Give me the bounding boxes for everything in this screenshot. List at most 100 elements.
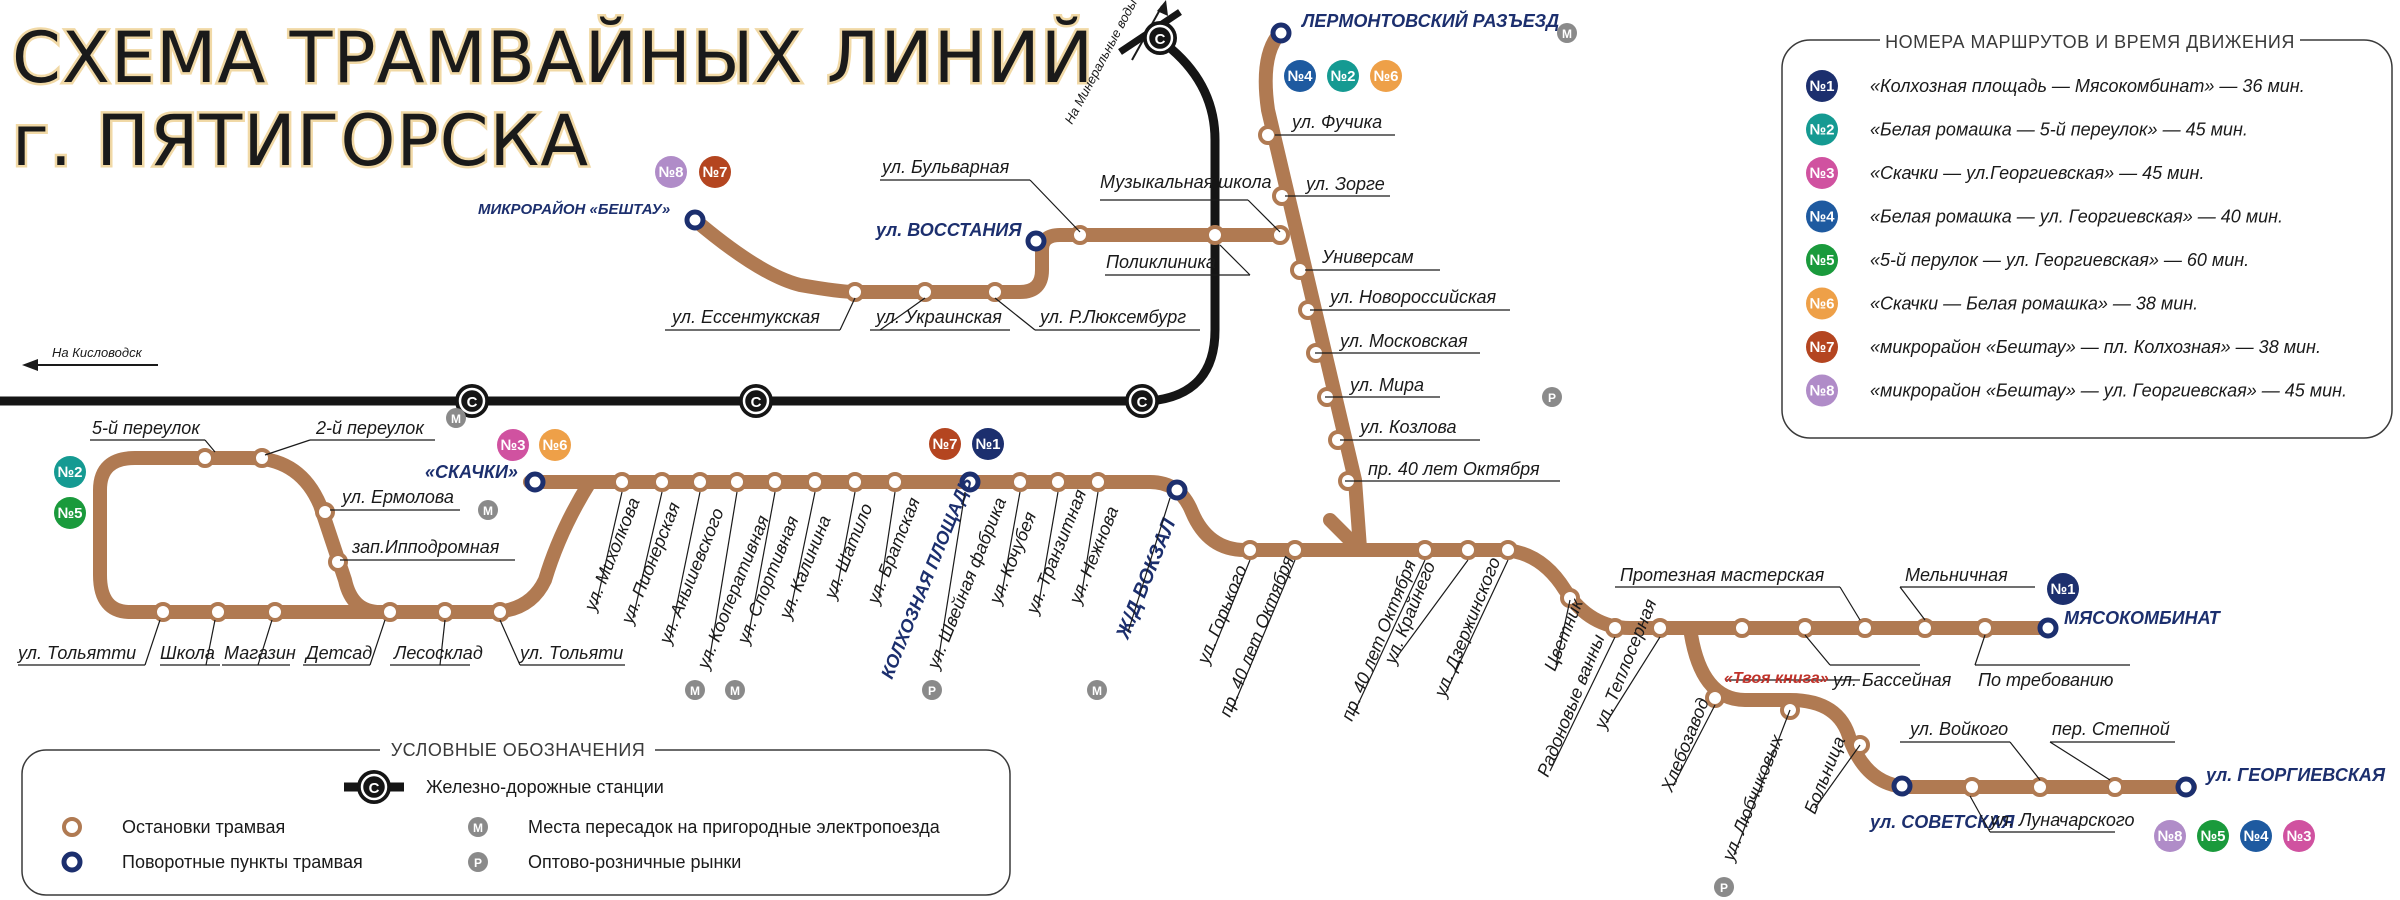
svg-text:С: С bbox=[751, 394, 762, 411]
badge-n4: №4 bbox=[1284, 60, 1316, 92]
stop-kozlova-label: ул. Козлова bbox=[1358, 417, 1457, 437]
stop-bulvarnaya-label: ул. Бульварная bbox=[880, 157, 1010, 177]
rotated-label-leaders bbox=[595, 491, 1861, 856]
route-number: №1 bbox=[1809, 78, 1834, 95]
terminal-georgievskaya-label: ул. ГЕОРГИЕВСКАЯ bbox=[2205, 765, 2386, 785]
stop-bolnitsa-label: Больница bbox=[1800, 734, 1849, 817]
legend-turning-symbol bbox=[61, 851, 83, 873]
terminal-beshtau-label: МИКРОРАЙОН «БЕШТАУ» bbox=[478, 200, 670, 218]
stop-tolyatti-label: ул. Тольятти bbox=[16, 643, 136, 663]
svg-text:№7: №7 bbox=[932, 436, 957, 453]
terminal-vosstaniya-label: ул. ВОССТАНИЯ bbox=[875, 220, 1022, 240]
svg-text:№4: №4 bbox=[1287, 68, 1313, 85]
rail-station-marker: С bbox=[739, 384, 773, 418]
stop-ermolova-label: ул. Ермолова bbox=[340, 487, 454, 507]
tram-stop-dot bbox=[690, 472, 710, 492]
svg-text:Р: Р bbox=[474, 856, 482, 870]
tram-stop-dot bbox=[727, 472, 747, 492]
market-marker: Р bbox=[1714, 877, 1734, 897]
route-item: №4«Белая ромашка — ул. Георгиевская» — 4… bbox=[1806, 200, 2283, 233]
stop-ippodromnaya-label: зап.Ипподромная bbox=[351, 537, 500, 557]
route-number: №5 bbox=[1809, 252, 1834, 269]
svg-text:№1: №1 bbox=[2050, 581, 2075, 598]
svg-text:№1: №1 bbox=[975, 436, 1000, 453]
route-description: «микрорайон «Бештау» — ул. Георгиевская»… bbox=[1870, 381, 2347, 401]
tram-stop-dot bbox=[380, 602, 400, 622]
route-item: №7«микрорайон «Бештау» — пл. Колхозная» … bbox=[1806, 331, 2321, 363]
tram-stop-dot bbox=[1010, 472, 1030, 492]
svg-text:М: М bbox=[483, 504, 493, 518]
svg-text:№6: №6 bbox=[1373, 68, 1398, 85]
stop-zorge-label: ул. Зорге bbox=[1304, 174, 1385, 194]
tram-stop-dot bbox=[805, 472, 825, 492]
legend-rail-symbol: С bbox=[344, 770, 404, 804]
legend-turning-label: Поворотные пункты трамвая bbox=[122, 852, 363, 872]
svg-text:С: С bbox=[467, 394, 478, 411]
stop-lesosklad-label: Лесосклад bbox=[393, 643, 483, 663]
svg-text:№8: №8 bbox=[658, 164, 683, 181]
stop-proteznaya-label: Протезная мастерская bbox=[1620, 565, 1825, 585]
tram-stop-dot bbox=[252, 448, 272, 468]
terminal-kolkhoznaya bbox=[959, 471, 981, 493]
badge-n1: №1 bbox=[2047, 573, 2079, 605]
tram-stop-dot bbox=[765, 472, 785, 492]
terminal-vosstaniya bbox=[1025, 230, 1047, 252]
stop-stepnoy-label: пер. Степной bbox=[2052, 719, 2170, 739]
terminal-myasokombinat-label: МЯСОКОМБИНАТ bbox=[2064, 608, 2222, 628]
route-item: №2«Белая ромашка — 5-й переулок» — 45 ми… bbox=[1806, 113, 2248, 146]
svg-text:Р: Р bbox=[1720, 881, 1728, 895]
legend-rail-label: Железно-дорожные станции bbox=[426, 777, 664, 797]
tram-stop-dot bbox=[1285, 540, 1305, 560]
stop-po-trebovaniyu-label: По требованию bbox=[1978, 670, 2113, 690]
tram-stop-dot bbox=[265, 602, 285, 622]
stop-moskovskaya-label: ул. Московская bbox=[1338, 331, 1468, 351]
market-markers: Р Р Р bbox=[922, 387, 1734, 897]
badge-n2: №2 bbox=[54, 456, 86, 488]
terminal-sovetskaya-label: ул. СОВЕТСКАЯ bbox=[1869, 812, 2015, 832]
badge-n6: №6 bbox=[1370, 60, 1402, 92]
tram-stop-dot bbox=[1088, 472, 1108, 492]
tram-stop-dot bbox=[1560, 588, 1580, 608]
stop-novorossiyskaya-label: ул. Новороссийская bbox=[1328, 287, 1497, 307]
svg-text:М: М bbox=[690, 684, 700, 698]
transfer-markers: М М М М М М bbox=[446, 23, 1577, 700]
terminal-skachki bbox=[524, 471, 546, 493]
stop-tvoya-kniga-label: «Твоя книга» bbox=[1724, 670, 1829, 687]
tram-stop-dot bbox=[1498, 540, 1518, 560]
badge-n4: №4 bbox=[2240, 820, 2272, 852]
tram-stop-dot bbox=[845, 282, 865, 302]
tram-stop-dot bbox=[1650, 618, 1670, 638]
tram-stop-dot bbox=[1962, 777, 1982, 797]
tram-stop-dot bbox=[845, 472, 865, 492]
route-badge bbox=[1806, 113, 1838, 146]
tram-stop-dot bbox=[1070, 225, 1090, 245]
badge-n8: №8 bbox=[655, 156, 687, 188]
tram-stop-dot bbox=[490, 602, 510, 622]
tram-stop-dot bbox=[1258, 125, 1278, 145]
stop-khlebozavod-label: Хлебозавод bbox=[1657, 695, 1713, 795]
rail-station-marker: С bbox=[455, 384, 489, 418]
legend-transfer-symbol: М bbox=[468, 817, 488, 837]
stop-p40-north-label: пр. 40 лет Октября bbox=[1368, 459, 1540, 479]
route-item: №1«Колхозная площадь — Мясокомбинат» — 3… bbox=[1806, 70, 2305, 102]
svg-text:С: С bbox=[369, 780, 380, 797]
legend-box: УСЛОВНЫЕ ОБОЗНАЧЕНИЯ С Железно-дорожные … bbox=[21, 740, 1011, 896]
rail-station-marker: С bbox=[1143, 21, 1177, 55]
tram-stop-dot bbox=[315, 502, 335, 522]
terminal-vokzal bbox=[1166, 479, 1188, 501]
junction-triangle bbox=[1340, 532, 1372, 548]
stop-lunacharskogo-label: ул. Луначарского bbox=[1988, 810, 2135, 830]
rail-station-marker: С bbox=[1125, 384, 1159, 418]
tram-stop-dot bbox=[1048, 472, 1068, 492]
svg-text:№7: №7 bbox=[702, 164, 727, 181]
terminal-georgievskaya bbox=[2175, 776, 2197, 798]
route-description: «микрорайон «Бештау» — пл. Колхозная» — … bbox=[1870, 337, 2321, 357]
route-number: №3 bbox=[1809, 165, 1834, 182]
tram-stop-dot bbox=[153, 602, 173, 622]
route-description: «5-й перулок — ул. Георгиевская» — 60 ми… bbox=[1870, 250, 2249, 270]
route-badge bbox=[1806, 70, 1838, 102]
legend-stops-label: Остановки трамвая bbox=[122, 817, 285, 837]
tram-stop-dot bbox=[328, 552, 348, 572]
stop-melnichnaya-label: Мельничная bbox=[1905, 565, 2008, 585]
tram-stop-dot bbox=[652, 472, 672, 492]
